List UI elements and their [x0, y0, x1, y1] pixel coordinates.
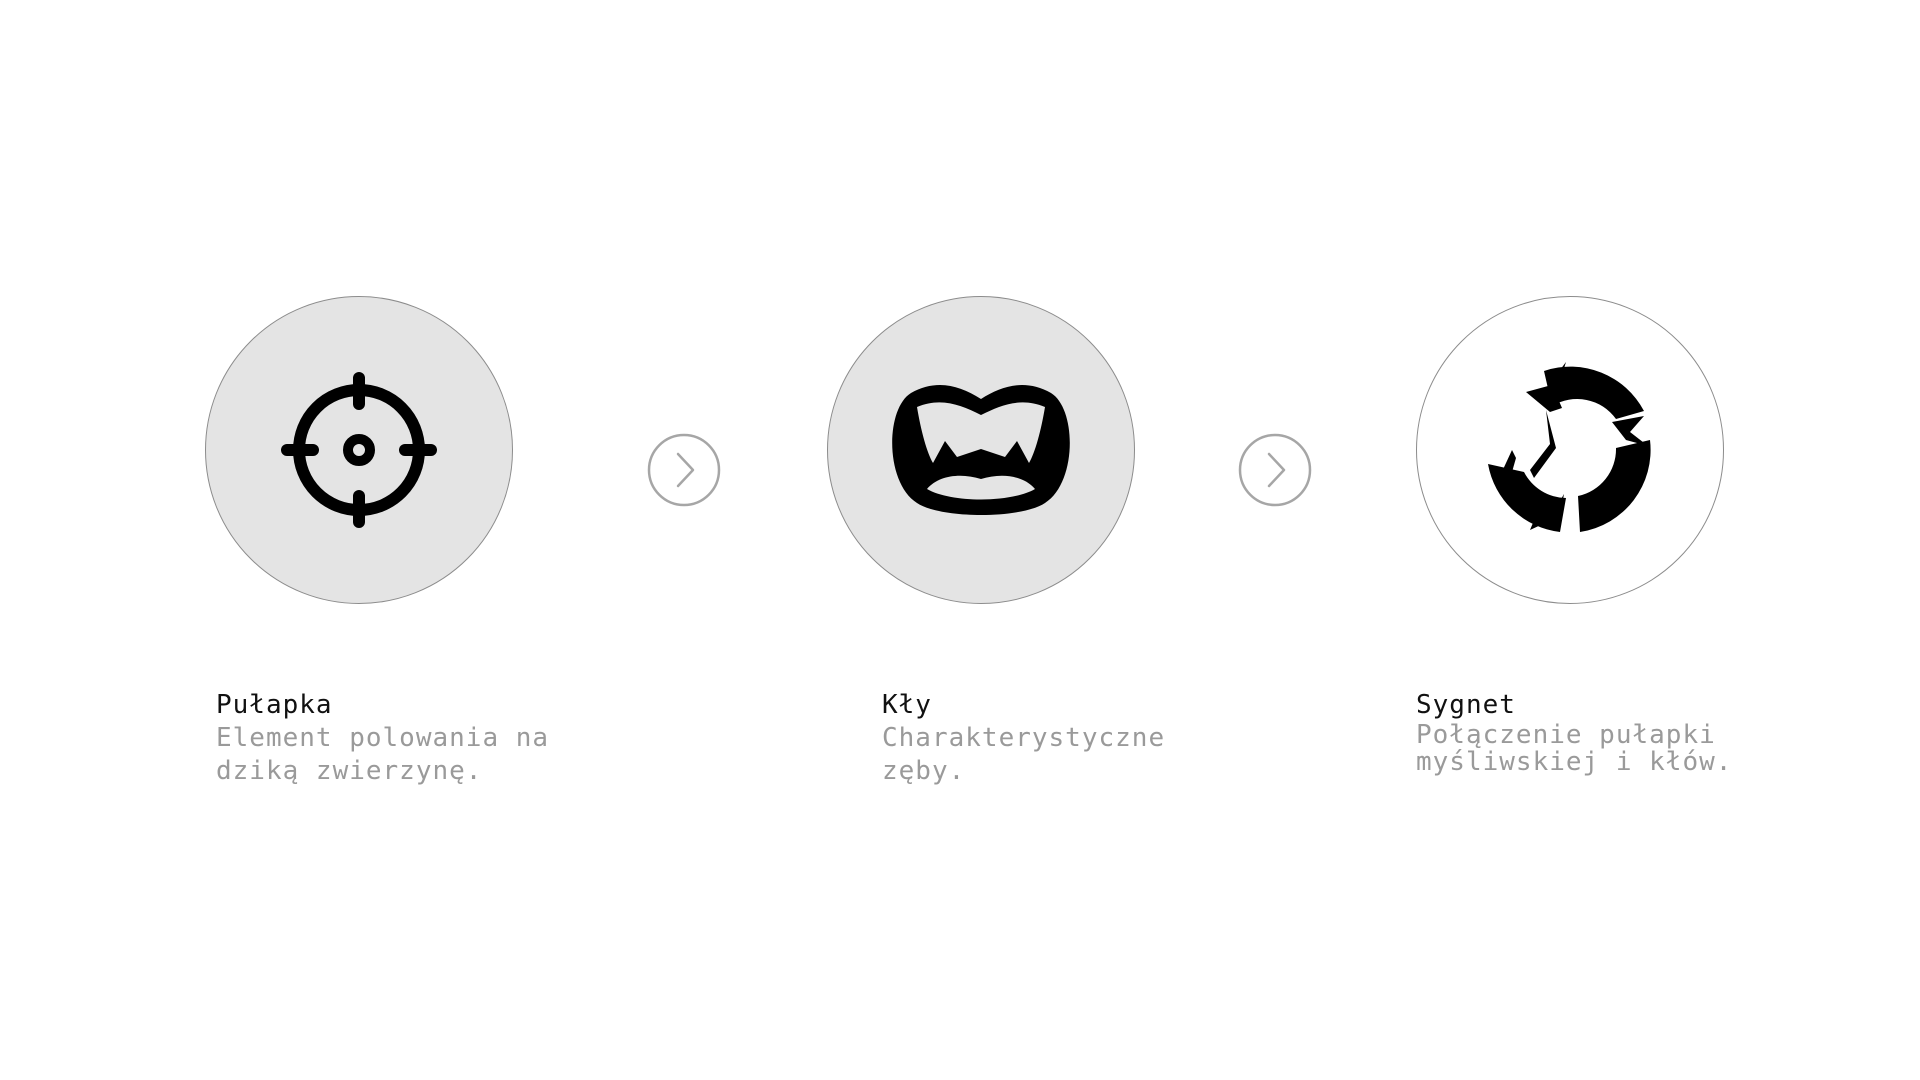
step-pulapka-caption: Pułapka Element polowania na dziką zwier…	[216, 688, 549, 788]
step-title: Kły	[882, 690, 932, 720]
signet-icon	[1488, 362, 1651, 532]
fangs-icon	[892, 385, 1070, 515]
step-description-line: myśliwskiej i kłów.	[1416, 747, 1733, 777]
step-title: Pułapka	[216, 690, 333, 720]
step-sygnet-caption: Sygnet Połączenie pułapki myśliwskiej i …	[1416, 688, 1732, 776]
chevron-right-icon	[647, 433, 721, 507]
step-title: Sygnet	[1416, 690, 1516, 720]
step-description-line: Element polowania na	[216, 723, 550, 753]
step-description-line: dziką zwierzynę.	[216, 756, 483, 786]
step-pulapka-circle	[205, 296, 513, 604]
step-description-line: Charakterystyczne	[882, 723, 1166, 753]
chevron-right-icon	[1238, 433, 1312, 507]
step-kly-circle	[827, 296, 1135, 604]
step-kly-caption: Kły Charakterystyczne zęby.	[882, 688, 1165, 788]
crosshair-icon	[281, 372, 437, 528]
step-description-line: zęby.	[882, 756, 966, 786]
step-sygnet-circle	[1416, 296, 1724, 604]
step-description-line: Połączenie pułapki	[1416, 720, 1716, 750]
